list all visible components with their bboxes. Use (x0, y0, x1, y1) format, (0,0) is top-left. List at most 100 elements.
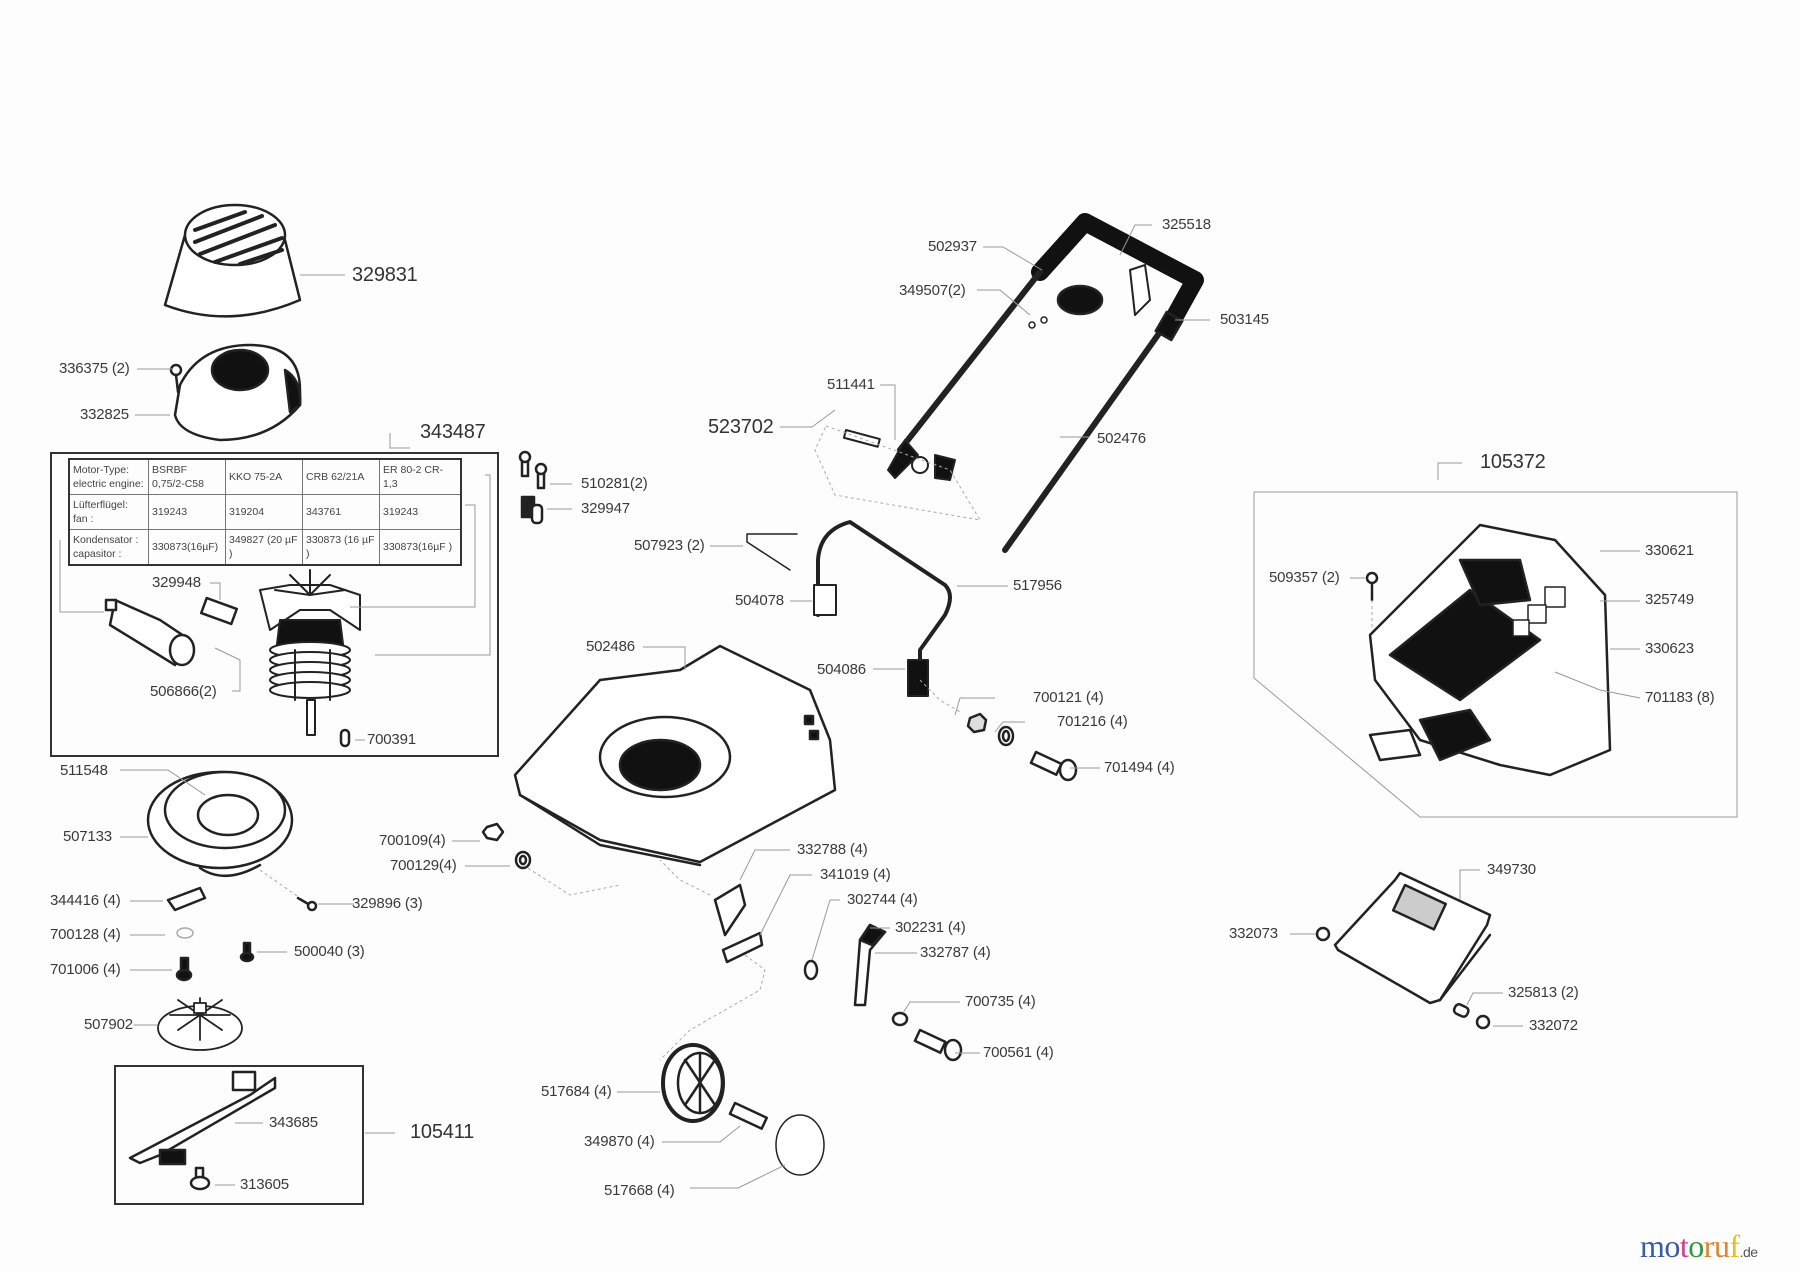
nut-700121 (966, 712, 988, 734)
part-label-517684: 517684 (4) (541, 1083, 612, 1100)
row-header: Kondensator : capasitor : (69, 529, 149, 566)
part-label-701183: 701183 (8) (1645, 689, 1715, 706)
assembly-label-grass-box: 105372 (1480, 451, 1546, 473)
cell: 319243 (379, 494, 462, 530)
lever-332787 (853, 923, 887, 1007)
cell: 319243 (148, 494, 226, 530)
part-label-325813: 325813 (2) (1508, 984, 1579, 1001)
fan-507902 (157, 997, 243, 1051)
part-label-302744: 302744 (4) (847, 891, 918, 908)
upper-handle-assembly (897, 213, 1204, 553)
mower-deck-502486 (513, 644, 837, 867)
part-label-332072: 332072 (1529, 1017, 1578, 1034)
part-label-507902: 507902 (84, 1016, 133, 1033)
part-label-349870: 349870 (4) (584, 1133, 655, 1150)
rear-flap-349730 (1333, 871, 1492, 1005)
logo-letter: u (1713, 1228, 1730, 1264)
screws-510281 (518, 450, 548, 490)
hubcap-517668 (775, 1114, 825, 1176)
part-label-700128: 700128 (4) (50, 926, 121, 943)
part-label-700391: 700391 (367, 731, 416, 748)
part-label-503145: 503145 (1220, 311, 1269, 328)
part-label-500040: 500040 (3) (294, 943, 365, 960)
part-label-349507: 349507(2) (899, 282, 966, 299)
logo-letter: m (1640, 1228, 1665, 1264)
part-label-502486: 502486 (586, 638, 635, 655)
axle-349870 (728, 1101, 768, 1130)
pin-507923 (746, 533, 798, 571)
blade-343685 (128, 1070, 277, 1166)
cell: CRB 62/21A (302, 458, 380, 495)
part-label-510281: 510281(2) (581, 475, 648, 492)
bolt-700561 (913, 1028, 963, 1062)
part-label-349730: 349730 (1487, 861, 1536, 878)
washer-701216 (997, 725, 1015, 747)
part-label-329947: 329947 (581, 500, 630, 517)
cell: 349827 (20 µF ) (225, 529, 303, 566)
part-label-302231: 302231 (4) (895, 919, 966, 936)
table-row: Kondensator : capasitor : 330873(16µF) 3… (69, 529, 462, 566)
part-label-700121: 700121 (4) (1033, 689, 1104, 706)
lower-handle-517956 (813, 520, 952, 697)
table-row: Motor-Type: electric engine: BSRBF 0,75/… (69, 458, 462, 495)
logo-tld: .de (1739, 1244, 1758, 1260)
part-label-341019: 341019 (4) (820, 866, 891, 883)
cell: 330873 (16 µF ) (302, 529, 380, 566)
brush-holder-329948 (199, 596, 239, 626)
motor-assembly-box (50, 452, 499, 757)
part-label-330623: 330623 (1645, 640, 1694, 657)
spring-332072 (1475, 1014, 1491, 1030)
logo-letter: o (1664, 1228, 1680, 1264)
part-label-517668: 517668 (4) (604, 1182, 675, 1199)
screws-349507 (1028, 316, 1048, 329)
bushing-302744 (803, 959, 819, 981)
fan-housing-507133 (146, 770, 294, 878)
part-label-329831: 329831 (352, 264, 418, 286)
cell: 330873(16µF) (148, 529, 226, 566)
key-700391 (339, 728, 351, 748)
logo-letter: t (1679, 1228, 1689, 1264)
screw-329896 (296, 896, 318, 912)
screw-509357 (1365, 571, 1379, 602)
leader-lines (120, 224, 1641, 1189)
part-label-329896: 329896 (3) (352, 895, 423, 912)
part-label-701494: 701494 (4) (1104, 759, 1175, 776)
part-label-332073: 332073 (1229, 925, 1278, 942)
part-label-343685: 343685 (269, 1114, 318, 1131)
motor-assembly (259, 569, 361, 736)
part-label-313605: 313605 (240, 1176, 289, 1193)
part-label-332825: 332825 (80, 406, 129, 423)
wheel-517684 (661, 1043, 725, 1123)
washer-700128 (176, 927, 194, 939)
cell: KKO 75-2A (225, 458, 303, 495)
clip-344416 (166, 886, 207, 912)
row-header: Lüfterflügel: fan : (69, 494, 149, 530)
logo-letter: f (1729, 1228, 1740, 1264)
motor-spec-table: Motor-Type: electric engine: BSRBF 0,75/… (68, 458, 462, 566)
part-label-517956: 517956 (1013, 577, 1062, 594)
part-label-325749: 325749 (1645, 591, 1694, 608)
assembly-label-motor: 343487 (420, 421, 486, 443)
motor-cover-329831 (163, 203, 302, 318)
cell: 319204 (225, 494, 303, 530)
plate-341019 (721, 931, 764, 964)
grass-catcher (1368, 523, 1612, 777)
part-label-332787: 332787 (4) (920, 944, 991, 961)
nut-700109 (481, 822, 505, 842)
screw-336375 (169, 363, 183, 394)
part-label-330621: 330621 (1645, 542, 1694, 559)
table-row: Lüfterflügel: fan : 319243 319204 343761… (69, 494, 462, 530)
cell: 330873(16µF ) (379, 529, 462, 566)
adjuster-332788 (713, 883, 747, 937)
part-label-332788: 332788 (4) (797, 841, 868, 858)
bolt-701494 (1029, 750, 1078, 782)
part-label-325518: 325518 (1162, 216, 1211, 233)
grass-box-frame (1253, 491, 1738, 818)
clip-329947 (520, 495, 544, 525)
part-label-336375: 336375 (2) (59, 360, 130, 377)
part-label-511548: 511548 (60, 762, 108, 779)
part-label-344416: 344416 (4) (50, 892, 121, 909)
part-label-507923: 507923 (2) (634, 537, 705, 554)
